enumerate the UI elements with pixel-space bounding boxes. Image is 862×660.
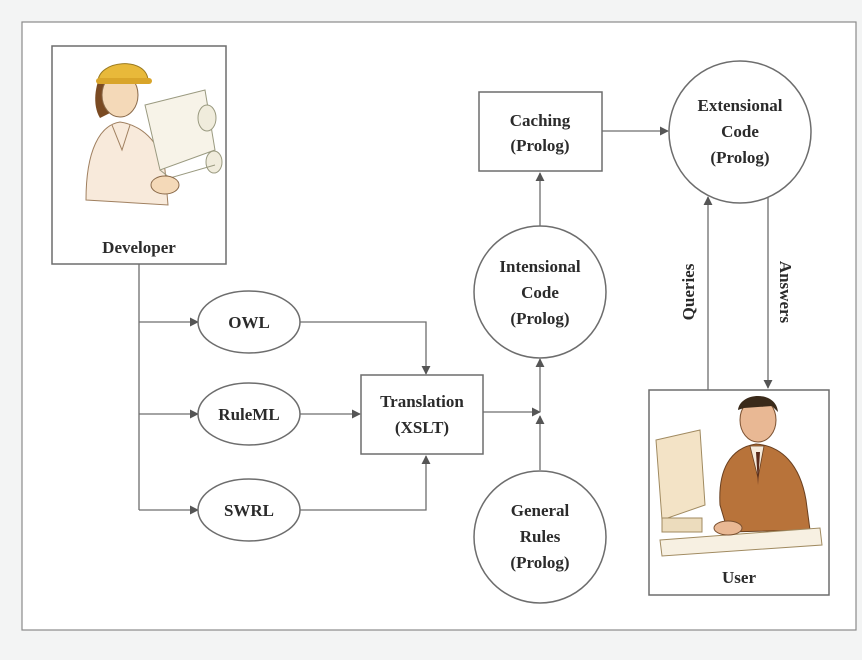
general-rules-line2: Rules (520, 527, 561, 546)
translation-line1: Translation (380, 392, 464, 411)
intensional-code-node: Intensional Code (Prolog) (473, 225, 607, 359)
caching-node: Caching (Prolog) (478, 91, 603, 172)
extensional-code-node: Extensional Code (Prolog) (668, 60, 812, 204)
swrl-label: SWRL (224, 501, 274, 520)
extensional-line3: (Prolog) (710, 148, 769, 167)
queries-label: Queries (679, 263, 698, 320)
extensional-line1: Extensional (697, 96, 782, 115)
answers-label: Answers (776, 261, 795, 324)
intensional-line1: Intensional (499, 257, 581, 276)
intensional-line2: Code (521, 283, 559, 302)
translation-node: Translation (XSLT) (360, 374, 484, 455)
translation-inputs (300, 321, 431, 511)
user-illustration-icon (655, 396, 823, 557)
caching-line2: (Prolog) (510, 136, 569, 155)
developer-node: Developer (51, 45, 227, 265)
swrl-node: SWRL (197, 478, 301, 542)
caching-line1: Caching (510, 111, 571, 130)
developer-connectors (138, 264, 199, 515)
junction-connectors (483, 172, 545, 470)
user-label: User (722, 568, 756, 587)
user-node: User (648, 389, 830, 596)
extensional-line2: Code (721, 122, 759, 141)
intensional-line3: (Prolog) (510, 309, 569, 328)
translation-line2: (XSLT) (395, 418, 449, 437)
general-rules-line3: (Prolog) (510, 553, 569, 572)
query-answer-connectors (703, 196, 773, 390)
developer-label: Developer (102, 238, 176, 257)
ruleml-node: RuleML (197, 382, 301, 446)
owl-label: OWL (228, 313, 270, 332)
owl-node: OWL (197, 290, 301, 354)
general-rules-node: General Rules (Prolog) (473, 470, 607, 604)
general-rules-line1: General (511, 501, 570, 520)
developer-illustration-icon (85, 63, 223, 206)
ruleml-label: RuleML (218, 405, 279, 424)
